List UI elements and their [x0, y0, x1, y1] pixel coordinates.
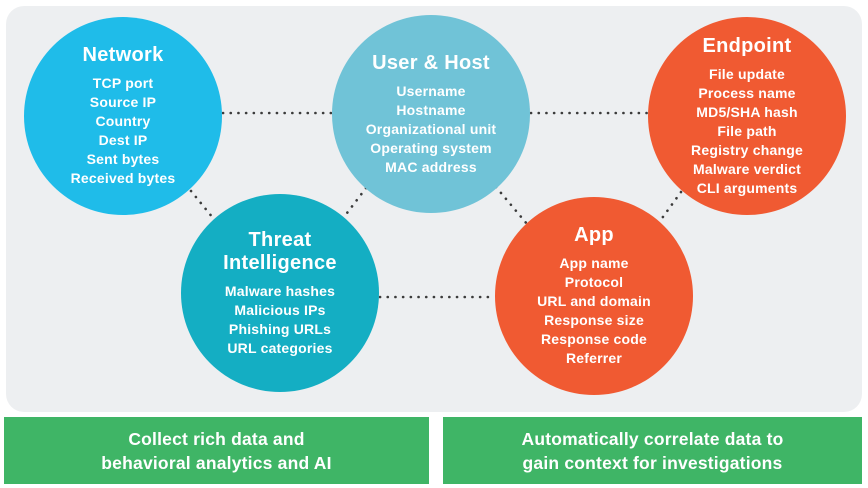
- circle-network-item: Received bytes: [70, 170, 176, 186]
- circle-threat-intelligence-item: Phishing URLs: [228, 320, 332, 337]
- circle-endpoint-title: Endpoint: [702, 34, 792, 57]
- circle-user-host-item: Organizational unit: [365, 120, 497, 137]
- circle-endpoint-item: File update: [708, 65, 786, 82]
- circle-network-item: Source IP: [89, 94, 157, 110]
- circle-endpoint-item: Registry change: [691, 141, 803, 158]
- circle-user-host-item: MAC address: [385, 158, 477, 175]
- circle-threat-intelligence-item: Malicious IPs: [234, 301, 326, 318]
- banner-correlate-data-line1: Automatically correlate data to: [521, 428, 784, 449]
- circle-endpoint-item: File path: [717, 122, 777, 139]
- circle-network-item: Country: [95, 113, 151, 129]
- circle-app-item: Referrer: [565, 350, 623, 366]
- circle-network-item: TCP port: [92, 75, 154, 91]
- circle-network-item: Sent bytes: [86, 151, 160, 167]
- circle-user-host-item: Hostname: [396, 101, 466, 118]
- circle-network-title: Network: [82, 44, 164, 66]
- banner-collect-data-line2: behavioral analytics and AI: [101, 452, 332, 473]
- circle-app-item: Protocol: [564, 274, 624, 290]
- banner-collect-data: Collect rich data and behavioral analyti…: [4, 417, 429, 484]
- circle-endpoint-item: Malware verdict: [692, 160, 802, 177]
- circle-network-item: Dest IP: [98, 132, 148, 148]
- banner-collect-data-line1: Collect rich data and: [128, 428, 305, 449]
- banner-correlate-data-line2: gain context for investigations: [522, 452, 783, 473]
- circle-endpoint-item: Process name: [698, 84, 796, 101]
- circle-endpoint-item: MD5/SHA hash: [696, 103, 798, 120]
- circle-app-item: Response code: [540, 331, 648, 347]
- circle-threat-intelligence-title: Threat Intelligence: [223, 228, 337, 274]
- circle-app-item: Response size: [544, 312, 644, 328]
- circle-threat-intelligence-item: Malware hashes: [224, 282, 336, 299]
- banner-correlate-data: Automatically correlate data to gain con…: [443, 417, 862, 484]
- circle-app-item: URL and domain: [537, 293, 651, 309]
- circle-endpoint-item: CLI arguments: [696, 179, 798, 196]
- circle-app-item: App name: [559, 255, 629, 271]
- circle-user-host-item: Username: [396, 82, 466, 99]
- circle-threat-intelligence-item: URL categories: [227, 339, 333, 356]
- circle-user-host-title: User & Host: [372, 51, 490, 74]
- circle-user-host-item: Operating system: [370, 139, 492, 156]
- circle-app-title: App: [574, 224, 614, 246]
